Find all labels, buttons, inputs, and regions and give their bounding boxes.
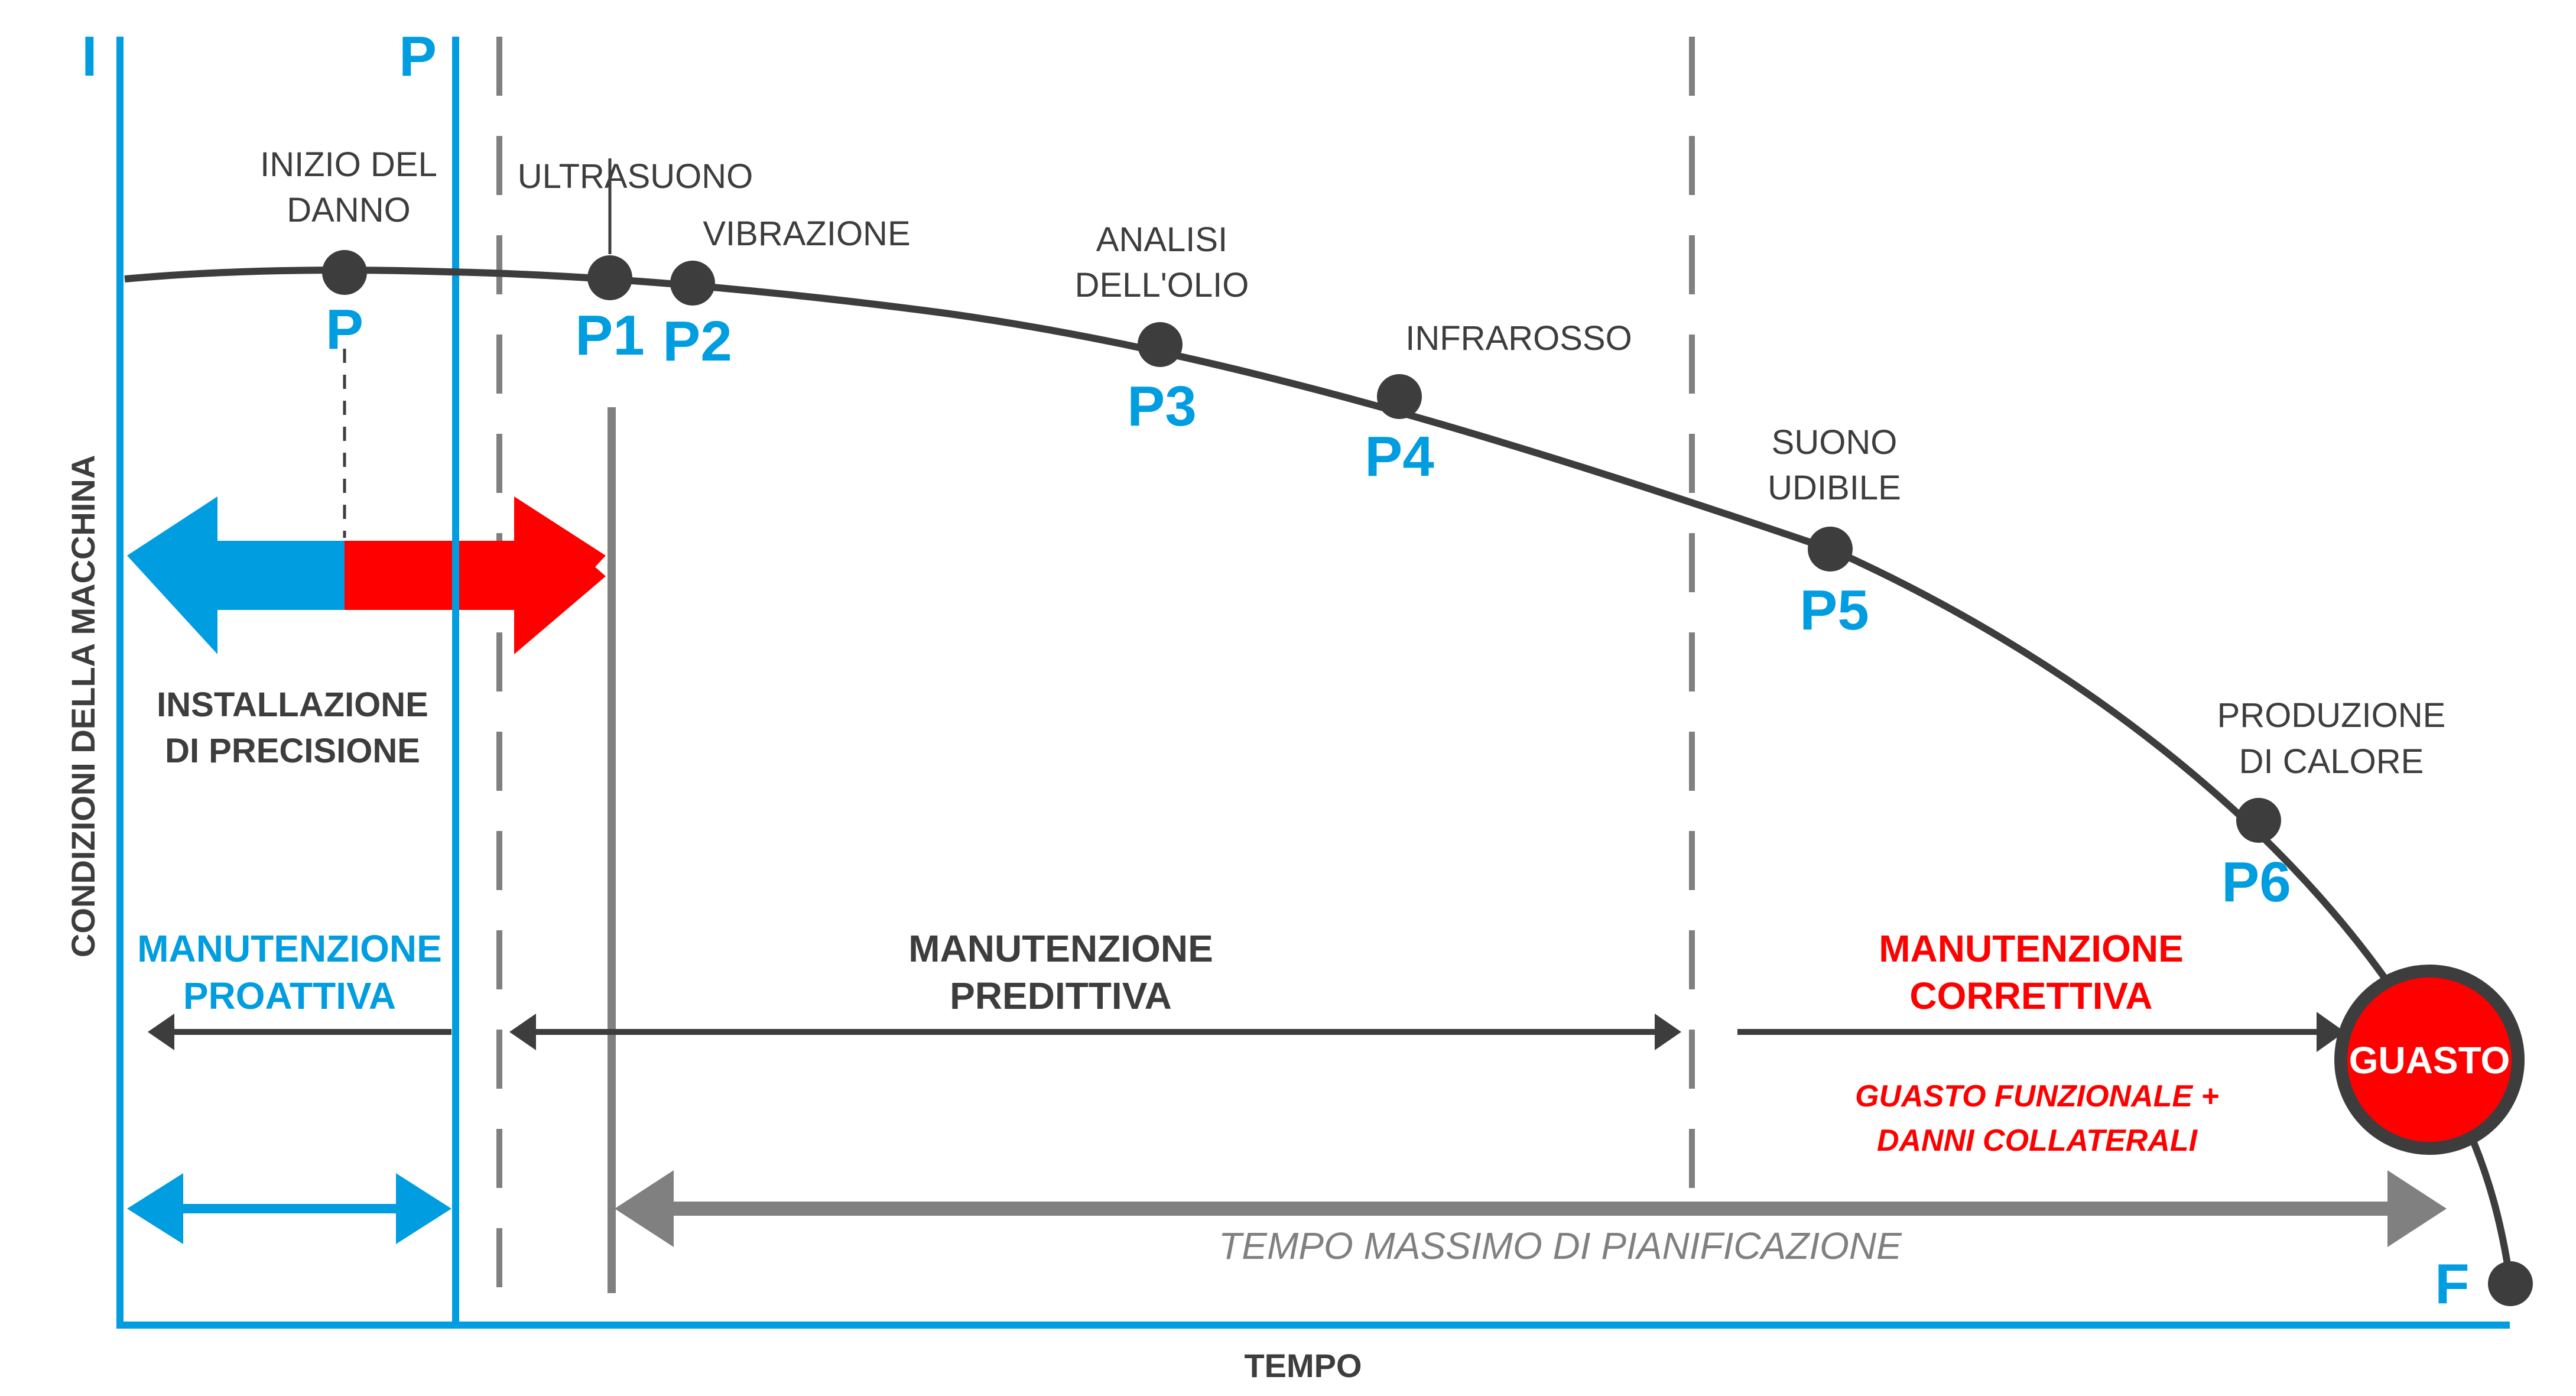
predictive-arrow [509, 1014, 1681, 1050]
point-p-id: P [326, 298, 363, 361]
installation-arrow [127, 496, 606, 654]
failure-badge: GUASTO [2334, 965, 2525, 1155]
point-p5-id: P5 [1799, 579, 1869, 642]
proactive-label-2: PROATTIVA [183, 975, 396, 1017]
point-p5-label-2: UDIBILE [1768, 469, 1901, 507]
marker-p-top: P [399, 25, 437, 88]
failure-badge-label: GUASTO [2349, 1039, 2510, 1082]
point-p6-id: P6 [2221, 850, 2291, 914]
marker-f: F [2435, 1252, 2470, 1316]
point-p-label-2: DANNO [287, 191, 410, 229]
failure-note-2: DANNI COLLATERALI [1877, 1124, 2198, 1158]
corrective-arrow [1737, 1012, 2345, 1052]
point-p2-label: VIBRAZIONE [703, 215, 910, 253]
point-p1-label: ULTRASUONO [518, 157, 753, 196]
predictive-label-1: MANUTENZIONE [908, 927, 1213, 970]
point-f [2488, 1261, 2533, 1306]
point-p4-id: P4 [1365, 425, 1434, 488]
point-p2 [670, 261, 715, 306]
proactive-arrow [148, 1014, 451, 1050]
point-p5 [1808, 527, 1853, 572]
point-p1 [587, 255, 632, 300]
point-p3-label-1: ANALISI [1096, 220, 1227, 259]
point-p4-label: INFRAROSSO [1405, 319, 1632, 358]
y-axis-label: CONDIZIONI DELLA MACCHINA [64, 455, 102, 957]
installation-label-1: INSTALLAZIONE [157, 686, 428, 724]
point-p6-label-2: DI CALORE [2239, 742, 2424, 781]
installation-label-2: DI PRECISIONE [165, 732, 420, 770]
planning-arrow [615, 1170, 2447, 1247]
point-p6-label-1: PRODUZIONE [2217, 696, 2446, 735]
point-p4 [1377, 374, 1422, 419]
point-p3-id: P3 [1127, 375, 1196, 438]
x-axis-label: TEMPO [1244, 1347, 1362, 1384]
proactive-period-arrow [127, 1173, 451, 1244]
proactive-label-1: MANUTENZIONE [137, 927, 442, 970]
point-p-label-1: INIZIO DEL [260, 145, 437, 184]
planning-label: TEMPO MASSIMO DI PIANIFICAZIONE [1219, 1225, 1902, 1267]
point-p3-label-2: DELL'OLIO [1075, 266, 1249, 304]
point-p [322, 250, 367, 295]
point-p5-label-1: SUONO [1772, 423, 1898, 462]
point-p2-id: P2 [662, 310, 732, 373]
predictive-label-2: PREDITTIVA [950, 975, 1172, 1017]
failure-note-1: GUASTO FUNZIONALE + [1855, 1079, 2219, 1113]
corrective-label-2: CORRETTIVA [1909, 975, 2152, 1017]
corrective-label-1: MANUTENZIONE [1879, 927, 2184, 970]
point-p6 [2236, 798, 2281, 843]
point-p3 [1138, 322, 1183, 367]
point-p1-id: P1 [575, 304, 644, 367]
marker-i: I [82, 25, 98, 88]
